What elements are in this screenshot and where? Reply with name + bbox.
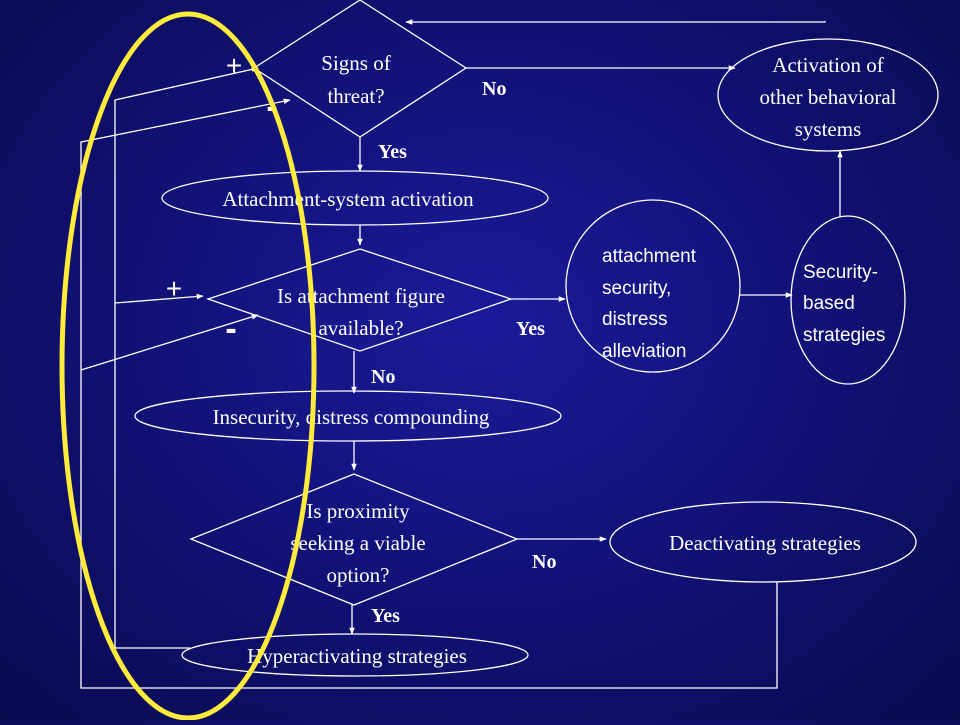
strategies-label-line-3: strategies: [803, 325, 885, 346]
proximity-diamond: [189, 473, 519, 606]
edge-deact-feedback-threat: [80, 98, 778, 689]
sans-node-labels: attachment security, distress alleviatio…: [602, 246, 885, 362]
edge-hyper-feedback-figure: [114, 293, 204, 304]
strategies-label-line-1: Security-: [803, 262, 878, 283]
hyperactivating-ellipse: [181, 633, 529, 677]
activation-label-line-2: other behavioral: [759, 85, 896, 109]
security-strategies-ellipse: [790, 215, 906, 385]
threat-label-line-2: threat?: [327, 84, 384, 108]
nodes: [134, 0, 939, 677]
security-label-line-4: alleviation: [602, 341, 687, 362]
insecurity-label: Insecurity, distress compounding: [213, 405, 490, 429]
hyperactivating-label: Hyperactivating strategies: [247, 644, 467, 668]
edge-label-proximity-yes: Yes: [371, 605, 400, 627]
edge-activation-return: [405, 19, 826, 25]
connectors: [80, 19, 843, 689]
activation-label-line-1: Activation of: [772, 53, 883, 77]
edge-label-threat-no: No: [482, 78, 506, 100]
threat-label-line-1: Signs of: [321, 51, 390, 75]
figure-minus-sign: -: [225, 310, 236, 348]
threat-plus-sign: +: [226, 50, 242, 81]
attachment-activation-ellipse: [161, 170, 549, 226]
threat-diamond: [252, 0, 468, 138]
security-label-line-1: attachment: [602, 246, 697, 267]
deactivating-label: Deactivating strategies: [669, 531, 861, 555]
figure-label-line-2: available?: [318, 316, 403, 340]
highlight-ellipse: [59, 11, 317, 721]
edge-label-proximity-no: No: [532, 551, 556, 573]
activation-other-ellipse: [717, 38, 939, 152]
proximity-label-line-2: seeking a viable: [290, 531, 425, 555]
proximity-label-line-1: Is proximity: [306, 499, 410, 523]
figure-plus-sign: +: [166, 273, 182, 304]
figure-label-line-1: Is attachment figure: [277, 284, 445, 308]
strategies-label-line-2: based: [803, 293, 855, 314]
edge-deact-feedback-figure: [80, 314, 259, 371]
security-label-line-3: distress: [602, 309, 667, 330]
attachment-security-ellipse: [565, 199, 741, 373]
figure-diamond: [205, 248, 514, 352]
edge-labels: No Yes Yes No No Yes: [371, 78, 556, 627]
edge-label-figure-no: No: [371, 366, 395, 388]
edge-hyper-feedback-threat: [114, 66, 259, 649]
deactivating-ellipse: [609, 501, 917, 583]
proximity-label-line-3: option?: [327, 563, 390, 587]
security-label-line-2: security,: [602, 278, 671, 299]
attachment-activation-label: Attachment-system activation: [222, 187, 474, 211]
edge-label-figure-yes: Yes: [516, 318, 545, 340]
activation-label-line-3: systems: [795, 117, 862, 141]
edge-label-threat-yes: Yes: [378, 141, 407, 163]
node-labels: Signs of threat? Activation of other beh…: [213, 51, 897, 668]
insecurity-ellipse: [134, 390, 562, 442]
